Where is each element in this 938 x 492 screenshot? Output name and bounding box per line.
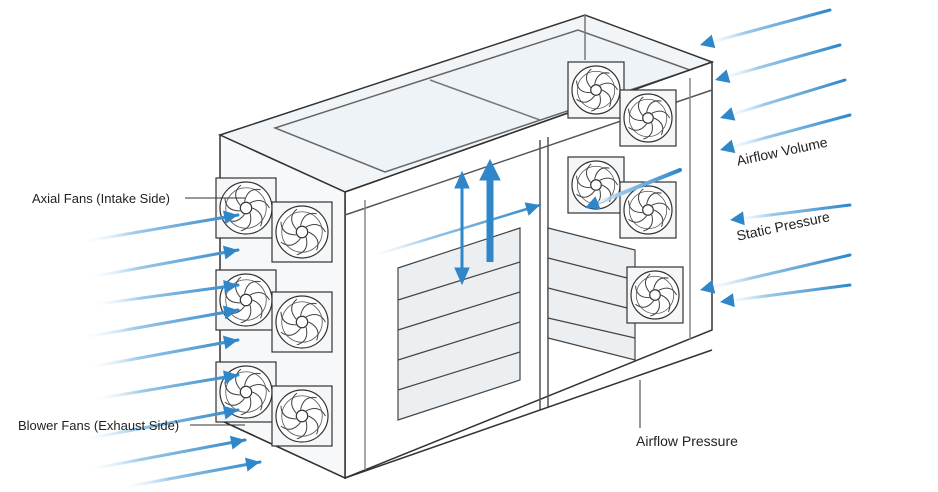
arrow-icon	[80, 306, 238, 338]
blower-fans-label: Blower Fans (Exhaust Side)	[18, 418, 179, 433]
arrow-icon	[80, 210, 238, 242]
arrow-icon	[715, 45, 840, 83]
fan-icon	[272, 202, 332, 262]
arrow-icon	[720, 80, 845, 121]
fan-icon	[627, 267, 683, 323]
arrow-icon	[700, 10, 830, 48]
fan-icon	[272, 292, 332, 352]
fan-icon	[620, 90, 676, 146]
server-rack-icon	[398, 228, 635, 420]
airflow-pressure-label: Airflow Pressure	[636, 433, 738, 449]
fan-icon	[568, 62, 624, 118]
axial-fans-label: Axial Fans (Intake Side)	[32, 191, 170, 206]
arrow-icon	[85, 336, 238, 368]
fan-icon	[272, 386, 332, 446]
arrow-icon	[85, 246, 238, 278]
fan-icon	[216, 270, 276, 330]
fan-icon	[216, 178, 276, 238]
arrow-icon	[720, 285, 850, 307]
arrow-icon	[120, 458, 260, 488]
arrow-icon	[85, 436, 245, 470]
